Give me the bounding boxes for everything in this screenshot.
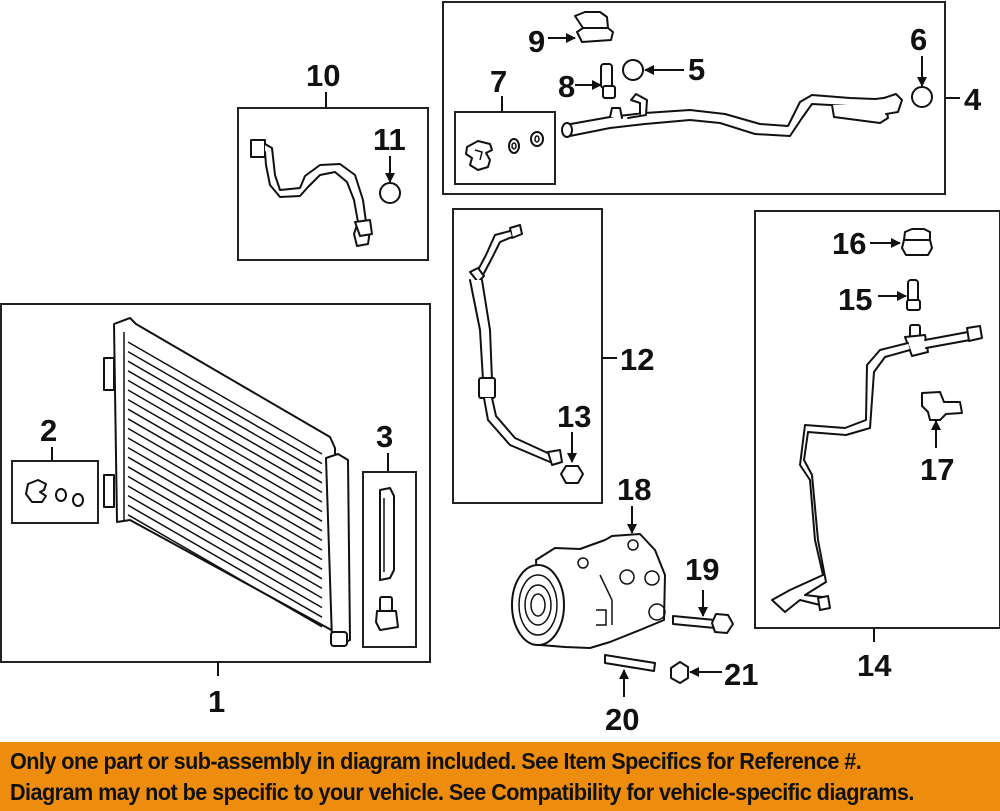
callout-5[interactable]: 5	[688, 52, 705, 87]
callout-7[interactable]: 7	[490, 64, 507, 99]
condenser-fin	[127, 446, 323, 561]
callout-15[interactable]: 15	[838, 282, 872, 317]
callout-9[interactable]: 9	[528, 24, 545, 59]
valve-cap-icon[interactable]	[901, 228, 933, 256]
liquid-line-hose-icon[interactable]	[469, 224, 563, 466]
nut-icon[interactable]	[530, 131, 544, 147]
condenser-fin	[127, 504, 323, 618]
box-group-7	[454, 111, 556, 185]
group-discharge-hose: 10 11	[237, 58, 429, 261]
bolt-icon[interactable]	[672, 613, 734, 634]
desiccant-bag-icon[interactable]	[379, 487, 395, 581]
disclaimer-banner: Only one part or sub-assembly in diagram…	[0, 742, 1000, 811]
condenser-fin	[127, 485, 323, 599]
callout-3[interactable]: 3	[376, 419, 393, 454]
callout-17[interactable]: 17	[920, 452, 954, 487]
group-suction-line: 7 9 8 5 6 4	[442, 1, 982, 195]
o-ring-icon[interactable]	[911, 86, 933, 108]
callout-10[interactable]: 10	[306, 58, 340, 93]
group-condenser: 1 2 3	[0, 303, 431, 719]
box-group-1	[0, 303, 431, 663]
condenser-fin	[127, 360, 323, 474]
condenser-fins	[127, 341, 323, 628]
condenser-fin	[127, 437, 323, 551]
condenser-fin	[127, 514, 323, 628]
condenser-fin	[127, 408, 323, 522]
box-group-2	[11, 460, 99, 524]
washer-hole	[511, 142, 517, 150]
box-group-10	[237, 107, 429, 261]
disclaimer-line-1: Only one part or sub-assembly in diagram…	[10, 747, 862, 774]
nut-icon[interactable]	[72, 493, 84, 507]
o-ring-icon[interactable]	[622, 59, 644, 81]
condenser-fin	[127, 389, 323, 503]
condenser-fin	[127, 341, 323, 455]
group-liquid-line-14: 14 16 15 17	[754, 210, 1000, 683]
service-valve-icon[interactable]	[906, 279, 921, 311]
box-group-3	[362, 471, 417, 648]
callout-12[interactable]: 12	[620, 342, 654, 377]
callout-6[interactable]: 6	[910, 22, 927, 57]
condenser-fin	[127, 475, 323, 590]
group-liquid-line-12: 12 13	[452, 208, 654, 504]
discharge-hose-icon[interactable]	[250, 139, 373, 247]
callout-13[interactable]: 13	[557, 399, 591, 434]
washer-icon[interactable]	[508, 138, 520, 154]
o-ring-icon[interactable]	[379, 182, 401, 204]
condenser-fin	[127, 379, 323, 494]
box-group-4	[442, 1, 946, 195]
parts-diagram: 7 9 8 5 6 4	[0, 1, 1000, 737]
condenser-fin	[127, 466, 323, 580]
callout-14[interactable]: 14	[857, 648, 892, 683]
washer-icon[interactable]	[55, 488, 67, 502]
callout-18[interactable]: 18	[617, 472, 651, 507]
condenser-fin	[127, 350, 323, 465]
fitting-clamp-icon[interactable]	[25, 479, 47, 503]
callout-19[interactable]: 19	[685, 552, 719, 587]
box-group-14	[754, 210, 1000, 629]
suction-line-pipe[interactable]	[561, 93, 903, 138]
condenser-fin	[127, 494, 323, 609]
condenser-fin	[127, 427, 323, 542]
callout-2[interactable]: 2	[40, 413, 57, 448]
condenser-core-icon[interactable]	[103, 317, 351, 647]
callout-16[interactable]: 16	[832, 226, 866, 261]
disclaimer-line-2: Diagram may not be specific to your vehi…	[10, 778, 914, 805]
nut-icon[interactable]	[670, 661, 689, 684]
callout-11[interactable]: 11	[373, 122, 406, 157]
callout-1[interactable]: 1	[208, 684, 225, 719]
condenser-fin	[127, 370, 323, 484]
callout-21[interactable]: 21	[724, 657, 758, 692]
stud-icon[interactable]	[604, 654, 656, 672]
condenser-fin	[127, 398, 323, 513]
fitting-clamp-icon[interactable]	[465, 140, 493, 171]
box-group-12	[452, 208, 603, 504]
liquid-line-pipe-icon[interactable]	[771, 324, 983, 613]
drier-plug-icon[interactable]	[375, 596, 399, 631]
valve-cap-icon[interactable]	[574, 11, 614, 43]
callout-20[interactable]: 20	[605, 702, 639, 737]
o-ring-icon[interactable]	[560, 465, 584, 484]
condenser-fin	[127, 456, 323, 570]
condenser-fin	[127, 418, 323, 532]
callout-8[interactable]: 8	[558, 69, 575, 104]
service-valve-icon[interactable]	[600, 63, 616, 99]
group-compressor: 18 19 20 21	[511, 472, 758, 737]
nut-hole	[534, 135, 540, 143]
compressor-icon[interactable]	[511, 533, 666, 649]
callout-4[interactable]: 4	[964, 82, 982, 117]
pressure-switch-icon[interactable]	[921, 391, 963, 421]
